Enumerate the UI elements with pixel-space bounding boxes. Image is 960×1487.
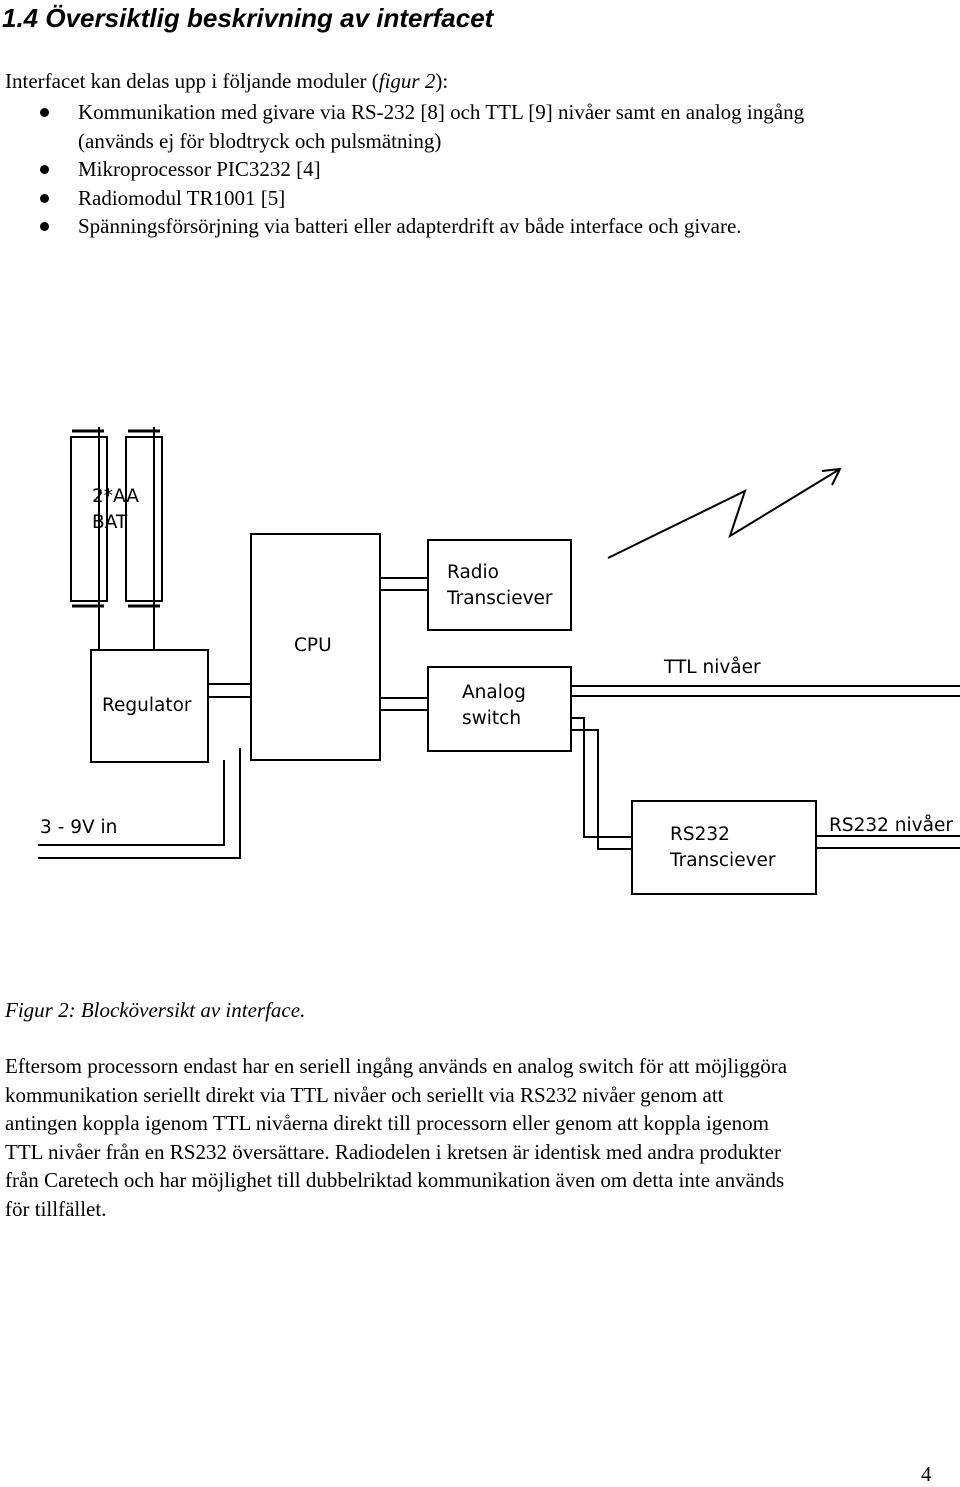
block-diagram: 2*AA BAT CPU Radio Transciever Regulator… xyxy=(38,427,960,895)
ttl-label: TTL nivåer xyxy=(663,657,761,678)
bullet-icon xyxy=(40,193,49,203)
list-item: Radiomodul TR1001 [5] xyxy=(0,184,960,213)
battery-label: 2*AA xyxy=(92,486,139,507)
bullet-icon xyxy=(40,165,49,175)
figure-caption: Figur 2: Blocköversikt av interface. xyxy=(5,998,306,1022)
analog-switch-label: switch xyxy=(462,708,521,729)
radio-label: Transciever xyxy=(446,588,553,609)
rs232-label: Transciever xyxy=(669,850,776,871)
body-paragraph: Eftersom processorn endast har en seriel… xyxy=(5,1054,788,1221)
radio-block xyxy=(427,539,572,631)
radio-wave-icon xyxy=(607,468,841,559)
power-in-label: 3 - 9V in xyxy=(40,817,117,838)
battery-icon xyxy=(70,427,163,612)
figure-reference: figur 2 xyxy=(378,69,436,93)
bullet-icon xyxy=(40,222,49,232)
module-list: Kommunikation med givare via RS-232 [8] … xyxy=(0,98,960,241)
cpu-block xyxy=(250,533,381,761)
analog-switch-label: Analog xyxy=(462,682,526,703)
list-item: Spänningsförsörjning via batteri eller a… xyxy=(0,212,960,241)
section-heading: 1.4 Översiktlig beskrivning av interface… xyxy=(2,3,494,33)
bullet-icon xyxy=(40,108,49,117)
cpu-label: CPU xyxy=(294,635,332,656)
intro-text: Interfacet kan delas upp i följande modu… xyxy=(5,69,449,93)
radio-label: Radio xyxy=(447,562,499,583)
regulator-block xyxy=(90,649,209,763)
regulator-label: Regulator xyxy=(102,695,192,716)
list-item: Kommunikation med givare via RS-232 [8] … xyxy=(0,98,960,155)
list-item: Mikroprocessor PIC3232 [4] xyxy=(0,155,960,184)
page-number: 4 xyxy=(921,1462,932,1486)
rs232-levels-label: RS232 nivåer xyxy=(829,815,953,836)
rs232-label: RS232 xyxy=(670,824,730,845)
battery-label: BAT xyxy=(92,512,128,533)
rs232-block xyxy=(631,800,817,895)
